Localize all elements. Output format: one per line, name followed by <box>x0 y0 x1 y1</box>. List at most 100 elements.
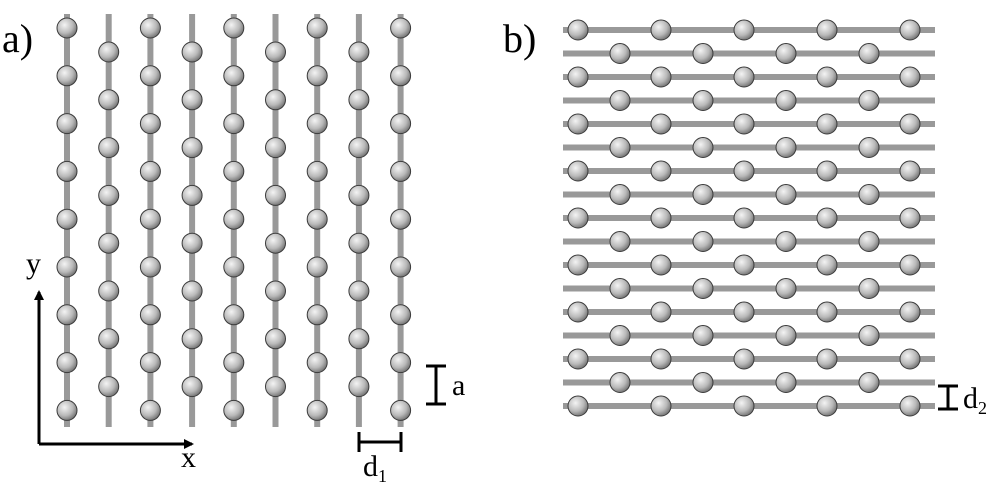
atom <box>899 19 921 41</box>
atom <box>692 43 714 64</box>
atom <box>348 376 370 398</box>
atom <box>692 278 714 299</box>
atom <box>733 301 755 323</box>
atom <box>306 256 328 278</box>
atom <box>181 184 203 206</box>
atom <box>348 232 370 254</box>
atom <box>567 254 589 276</box>
atom <box>692 184 714 205</box>
atom <box>390 399 412 421</box>
atom <box>223 304 245 326</box>
atom <box>181 137 203 159</box>
atom <box>899 113 921 135</box>
atom <box>567 395 589 417</box>
atom <box>223 113 245 135</box>
panel-a-atoms <box>56 17 412 421</box>
atom <box>98 328 120 350</box>
atom <box>265 376 286 398</box>
atom <box>567 113 589 135</box>
dimension-d2-subscript: 2 <box>978 398 987 418</box>
atom <box>858 90 880 111</box>
atom <box>98 376 120 398</box>
dimension-d1-label: d1 <box>363 450 387 486</box>
atom <box>858 184 880 205</box>
dimension-a: a <box>426 364 465 406</box>
atom <box>692 372 714 393</box>
panel-b-label: b) <box>503 16 536 61</box>
atom <box>348 184 370 206</box>
atom <box>56 65 78 87</box>
axes-indicator: y x <box>26 247 196 474</box>
atom <box>650 113 672 135</box>
panel-a-label: a) <box>2 16 33 61</box>
atom <box>858 43 880 64</box>
atom <box>609 90 631 111</box>
atom <box>858 278 880 299</box>
atom <box>899 395 921 417</box>
atom <box>899 254 921 276</box>
atom <box>775 278 797 299</box>
atom <box>223 65 245 87</box>
atom <box>567 19 589 41</box>
atom <box>348 280 370 302</box>
dimension-d1-subscript: 1 <box>378 466 387 486</box>
atom <box>650 160 672 182</box>
atom <box>858 137 880 158</box>
atom <box>181 280 203 302</box>
atom <box>265 137 286 159</box>
atom <box>181 232 203 254</box>
atom <box>223 208 245 230</box>
atom <box>692 325 714 346</box>
atom <box>139 304 161 326</box>
dimension-d2-label: d2 <box>963 382 987 418</box>
atom <box>139 17 161 39</box>
atom <box>56 399 78 421</box>
atom <box>139 208 161 230</box>
atom <box>816 395 838 417</box>
atom <box>139 256 161 278</box>
dimension-d1: d1 <box>357 432 403 486</box>
atom <box>306 352 328 374</box>
atom <box>56 352 78 374</box>
x-axis-label: x <box>181 441 196 474</box>
atom <box>775 372 797 393</box>
atom <box>899 207 921 229</box>
atom <box>733 207 755 229</box>
dimension-d2: d2 <box>938 382 987 418</box>
atom <box>775 231 797 252</box>
atom <box>223 352 245 374</box>
atom <box>139 399 161 421</box>
atom <box>733 160 755 182</box>
atom <box>390 17 412 39</box>
atom <box>223 160 245 182</box>
panel-b-atoms <box>567 19 921 417</box>
atom <box>775 184 797 205</box>
atom <box>899 301 921 323</box>
atom <box>181 41 203 63</box>
atom <box>56 208 78 230</box>
panel-a-vertical-chains <box>56 14 412 427</box>
atom <box>692 90 714 111</box>
atom <box>609 278 631 299</box>
atom <box>899 160 921 182</box>
atom <box>816 207 838 229</box>
atom <box>733 19 755 41</box>
atom <box>306 65 328 87</box>
atom <box>567 160 589 182</box>
atom <box>98 89 120 111</box>
atom <box>265 41 286 63</box>
atom <box>98 280 120 302</box>
atom <box>348 328 370 350</box>
atom <box>899 348 921 370</box>
atom <box>390 113 412 135</box>
atom <box>223 256 245 278</box>
atom <box>390 160 412 182</box>
atom <box>858 231 880 252</box>
atom <box>609 231 631 252</box>
atom <box>858 325 880 346</box>
atom <box>56 113 78 135</box>
atom <box>98 41 120 63</box>
atom <box>650 207 672 229</box>
atom <box>56 160 78 182</box>
atom <box>650 348 672 370</box>
